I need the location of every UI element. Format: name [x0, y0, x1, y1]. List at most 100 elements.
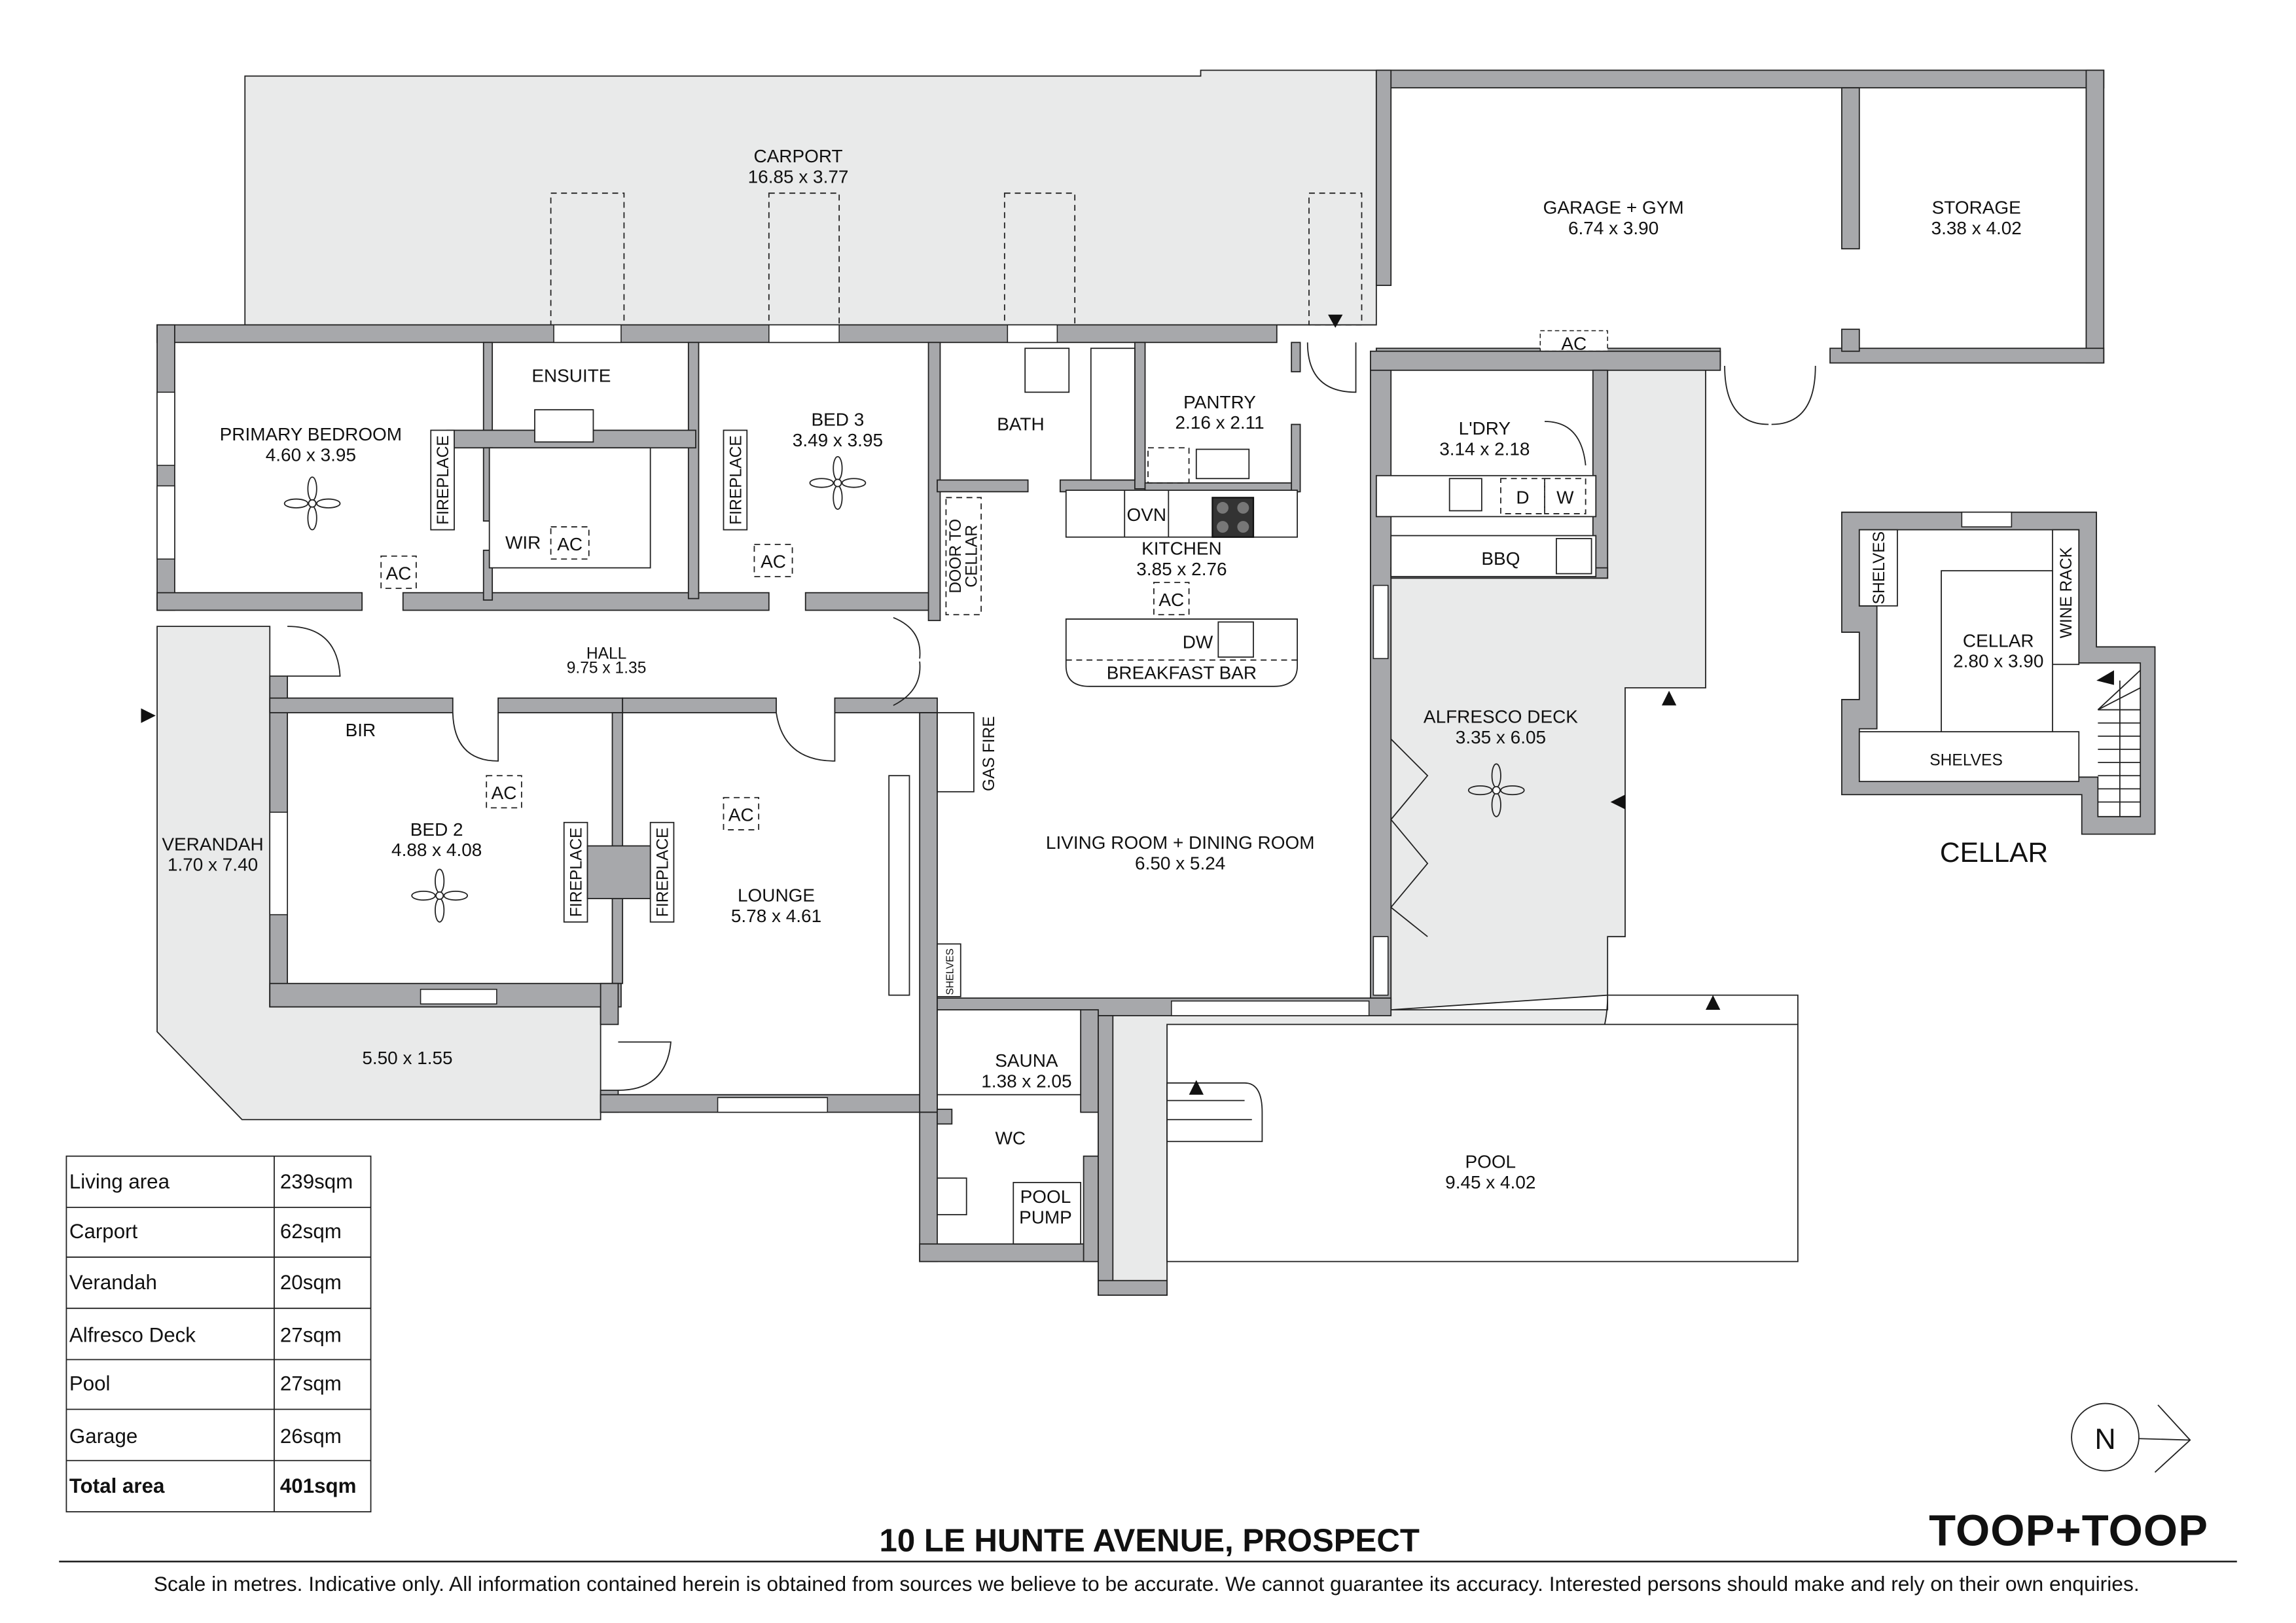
alfresco-label: ALFRESCO DECK — [1424, 707, 1578, 727]
fireplace-label: FIREPLACE — [727, 435, 745, 525]
north-label: N — [2094, 1423, 2115, 1455]
table-total-value: 401sqm — [280, 1474, 357, 1497]
ceiling-fan-icon — [1467, 763, 1525, 817]
storage-dims: 3.38 x 4.02 — [1931, 218, 2022, 238]
brand-logo: TOOP+TOOP — [1929, 1506, 2208, 1555]
washer-label: W — [1556, 487, 1574, 507]
pool-dims: 9.45 x 4.02 — [1445, 1172, 1535, 1192]
primary-bedroom-dims: 4.60 x 3.95 — [266, 444, 356, 465]
property-address: 10 LE HUNTE AVENUE, PROSPECT — [880, 1522, 1420, 1558]
entry-arrow-icon — [1610, 794, 1626, 810]
table-value: 27sqm — [280, 1372, 342, 1395]
wc-label: WC — [996, 1128, 1026, 1149]
basin-icon — [534, 409, 594, 443]
ac-label: AC — [492, 783, 517, 803]
cooktop-icon — [1211, 497, 1255, 538]
stair-arrow-icon — [2096, 670, 2114, 685]
basin-icon — [1024, 348, 1070, 393]
pool-label: POOL — [1465, 1152, 1516, 1172]
doors — [287, 342, 1816, 1091]
oven-label: OVN — [1126, 505, 1166, 525]
fireplace-label: FIREPLACE — [655, 828, 672, 918]
ceiling-fan-icon — [411, 868, 469, 923]
ac-label: AC — [1158, 590, 1184, 610]
cellar-plan-title: CELLAR — [1940, 838, 2048, 868]
pantry-label: PANTRY — [1183, 392, 1256, 412]
fireplace-label: FIREPLACE — [568, 828, 586, 918]
pool-area — [1166, 1024, 1799, 1262]
table-label: Verandah — [69, 1271, 157, 1294]
door-to-cellar-label-1: DOOR TO — [947, 519, 965, 594]
table-value: 27sqm — [280, 1324, 342, 1347]
pantry-dims: 2.16 x 2.11 — [1175, 412, 1264, 433]
bbq-label: BBQ — [1481, 548, 1520, 569]
verandah-dims: 1.70 x 7.40 — [168, 855, 258, 875]
laundry-dims: 3.14 x 2.18 — [1439, 438, 1530, 459]
laundry-label: L'DRY — [1459, 418, 1511, 438]
pool-pump-label-2: PUMP — [1019, 1207, 1072, 1228]
table-label: Alfresco Deck — [69, 1324, 196, 1347]
fireplace-label: FIREPLACE — [435, 435, 452, 525]
area-table: Living area 239sqm Carport 62sqm Veranda… — [65, 1155, 372, 1512]
ac-label: AC — [386, 563, 412, 584]
sink-icon — [1195, 448, 1250, 480]
bed2-label: BED 2 — [410, 819, 463, 840]
dishwasher-label: DW — [1183, 632, 1213, 652]
kitchen-label: KITCHEN — [1141, 539, 1222, 559]
bath-label: BATH — [997, 414, 1044, 434]
entry-arrow-icon — [141, 708, 156, 723]
wir-label: WIR — [505, 533, 541, 553]
carport-label: CARPORT — [753, 146, 842, 166]
pool-edge — [1607, 994, 1799, 1025]
entry-arrow-icon — [1706, 995, 1721, 1010]
entry-arrow-icon — [1189, 1080, 1204, 1095]
sink-icon — [1217, 621, 1254, 658]
storage-label: STORAGE — [1932, 197, 2021, 217]
table-total-label: Total area — [69, 1474, 165, 1497]
table-label: Carport — [69, 1220, 138, 1243]
primary-bedroom-label: PRIMARY BEDROOM — [220, 424, 402, 444]
dryer-label: D — [1516, 487, 1529, 507]
cellar-room-dims: 2.80 x 3.90 — [1953, 651, 2043, 671]
windows — [156, 324, 1389, 1113]
ceiling-fan-icon — [283, 476, 341, 531]
hall-dims: 9.75 x 1.35 — [567, 660, 647, 677]
cellar-plan — [1841, 511, 2156, 835]
sink-icon — [1556, 538, 1592, 575]
bed2-dims: 4.88 x 4.08 — [391, 840, 482, 860]
ac-label: AC — [761, 552, 786, 572]
breakfast-bar-label: BREAKFAST BAR — [1107, 663, 1257, 683]
bed3-label: BED 3 — [812, 410, 865, 430]
entry-arrow-icon — [1661, 690, 1677, 705]
garage-label: GARAGE + GYM — [1543, 197, 1684, 217]
kitchen-dims: 3.85 x 2.76 — [1136, 559, 1227, 579]
garage-dims: 6.74 x 3.90 — [1568, 218, 1659, 238]
bathtub-icon — [1090, 348, 1136, 481]
north-arrow-icon: N — [2071, 1402, 2191, 1473]
table-label: Pool — [69, 1372, 111, 1395]
table-label: Garage — [69, 1425, 137, 1448]
gas-fire-label: GAS FIRE — [980, 716, 998, 791]
lounge-dims: 5.78 x 4.61 — [731, 906, 821, 926]
alfresco-deck-area — [1390, 365, 1706, 1010]
carport-area — [244, 69, 1377, 326]
stairs-icon — [2097, 669, 2141, 817]
shelves-label: SHELVES — [1871, 531, 1888, 605]
living-dims: 6.50 x 5.24 — [1135, 853, 1225, 873]
door-to-cellar-label-2: CELLAR — [963, 525, 980, 588]
sink-icon — [1448, 478, 1482, 512]
table-value: 239sqm — [280, 1170, 353, 1193]
carport-dims: 16.85 x 3.77 — [748, 167, 849, 187]
lounge-label: LOUNGE — [738, 885, 815, 906]
fixtures — [380, 348, 1597, 1245]
ensuite-label: ENSUITE — [531, 366, 611, 386]
porch-dims: 5.50 x 1.55 — [362, 1048, 452, 1068]
living-label: LIVING ROOM + DINING ROOM — [1046, 832, 1315, 853]
alfresco-dims: 3.35 x 6.05 — [1456, 727, 1546, 747]
table-value: 20sqm — [280, 1271, 342, 1294]
wine-rack-label: WINE RACK — [2058, 546, 2075, 638]
ceiling-fan-icon — [809, 455, 867, 510]
cellar-room-label: CELLAR — [1963, 630, 2034, 651]
basin-icon — [937, 1177, 967, 1215]
